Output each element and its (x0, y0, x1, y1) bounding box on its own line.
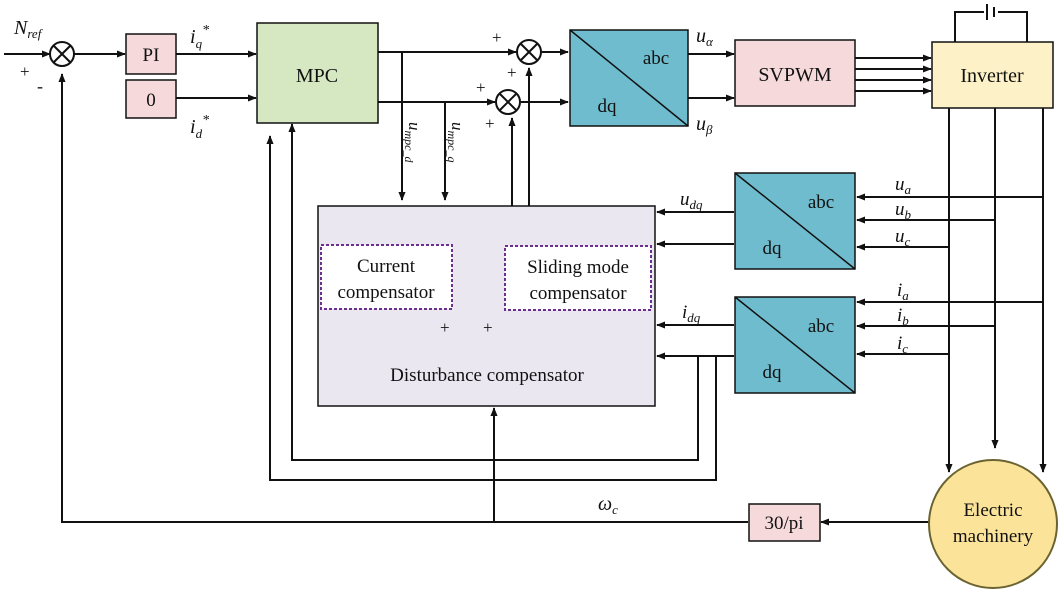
ia-label: ia (897, 280, 909, 303)
voltage-park-transform: abc dq (734, 172, 856, 270)
u-alpha-label: uα (696, 25, 714, 49)
summer-beta-plus-1: + (476, 78, 486, 97)
inverter-block (931, 41, 1054, 109)
n-ref-label: Nref (13, 17, 44, 41)
voltage-transform-dq-label: dq (763, 238, 783, 259)
zero-block (125, 79, 177, 119)
sliding-compensator-label-1: Sliding mode (527, 257, 629, 278)
gain-30-pi-block (748, 503, 821, 542)
transform-dq-label: dq (598, 96, 618, 117)
inverse-park-transform: abc dq (569, 29, 689, 127)
iq-star-label: iq* (190, 23, 209, 51)
zero-label: 0 (146, 90, 156, 111)
machinery-label-1: Electric (963, 500, 1022, 521)
transform-abc-label: abc (643, 48, 669, 69)
uc-label: uc (895, 226, 911, 249)
compensator-plus-2: + (483, 318, 493, 337)
ib-label: ib (897, 305, 909, 328)
summer-alpha-plus-1: + (492, 28, 502, 47)
summer-alpha-plus-2: + (507, 63, 517, 82)
id-star-label: id* (190, 113, 209, 141)
sliding-compensator-label-2: compensator (529, 283, 627, 304)
compensator-plus-1: + (440, 318, 450, 337)
u-mpc-q-label: umpc_q (445, 122, 467, 163)
summer-alpha-icon (516, 39, 542, 65)
u-dq-label: udq (680, 189, 703, 212)
current-transform-abc-label: abc (808, 316, 834, 337)
voltage-transform-abc-label: abc (808, 192, 834, 213)
summer-beta-plus-2: + (485, 114, 495, 133)
current-compensator-label-2: compensator (337, 282, 435, 303)
disturbance-label: Disturbance compensator (390, 365, 584, 386)
current-compensator-label-1: Current (357, 256, 416, 277)
battery-icon (984, 4, 998, 20)
u-mpc-d-label: umpc_d (402, 122, 424, 163)
machinery-label-2: machinery (953, 526, 1034, 547)
u-beta-label: uβ (696, 113, 713, 137)
summer-beta-icon (495, 89, 521, 115)
i-dq-label: idq (682, 302, 701, 325)
pi-block (125, 33, 177, 75)
current-transform-dq-label: dq (763, 362, 783, 383)
gain-30-pi-label: 30/pi (764, 513, 803, 534)
ub-label: ub (895, 199, 912, 222)
svpwm-block (734, 39, 856, 107)
inverter-label: Inverter (960, 65, 1024, 87)
mpc-label: MPC (296, 65, 338, 87)
current-park-transform: abc dq (734, 296, 856, 394)
speed-plus-sign: + (20, 62, 30, 81)
svpwm-label: SVPWM (758, 64, 832, 86)
pi-label: PI (143, 45, 160, 66)
signal-labels: Nref + - iq* id* + + + + uα uβ umpc_d um… (13, 17, 912, 517)
electric-machinery-block (928, 459, 1058, 589)
omega-c-label: ωc (598, 493, 618, 517)
speed-summer-icon (49, 41, 75, 67)
mpc-block (256, 22, 379, 124)
sliding-mode-compensator-block (504, 245, 652, 311)
ic-label: ic (897, 333, 908, 356)
current-compensator-block (320, 244, 453, 310)
speed-minus-sign: - (37, 76, 43, 96)
ua-label: ua (895, 174, 912, 197)
